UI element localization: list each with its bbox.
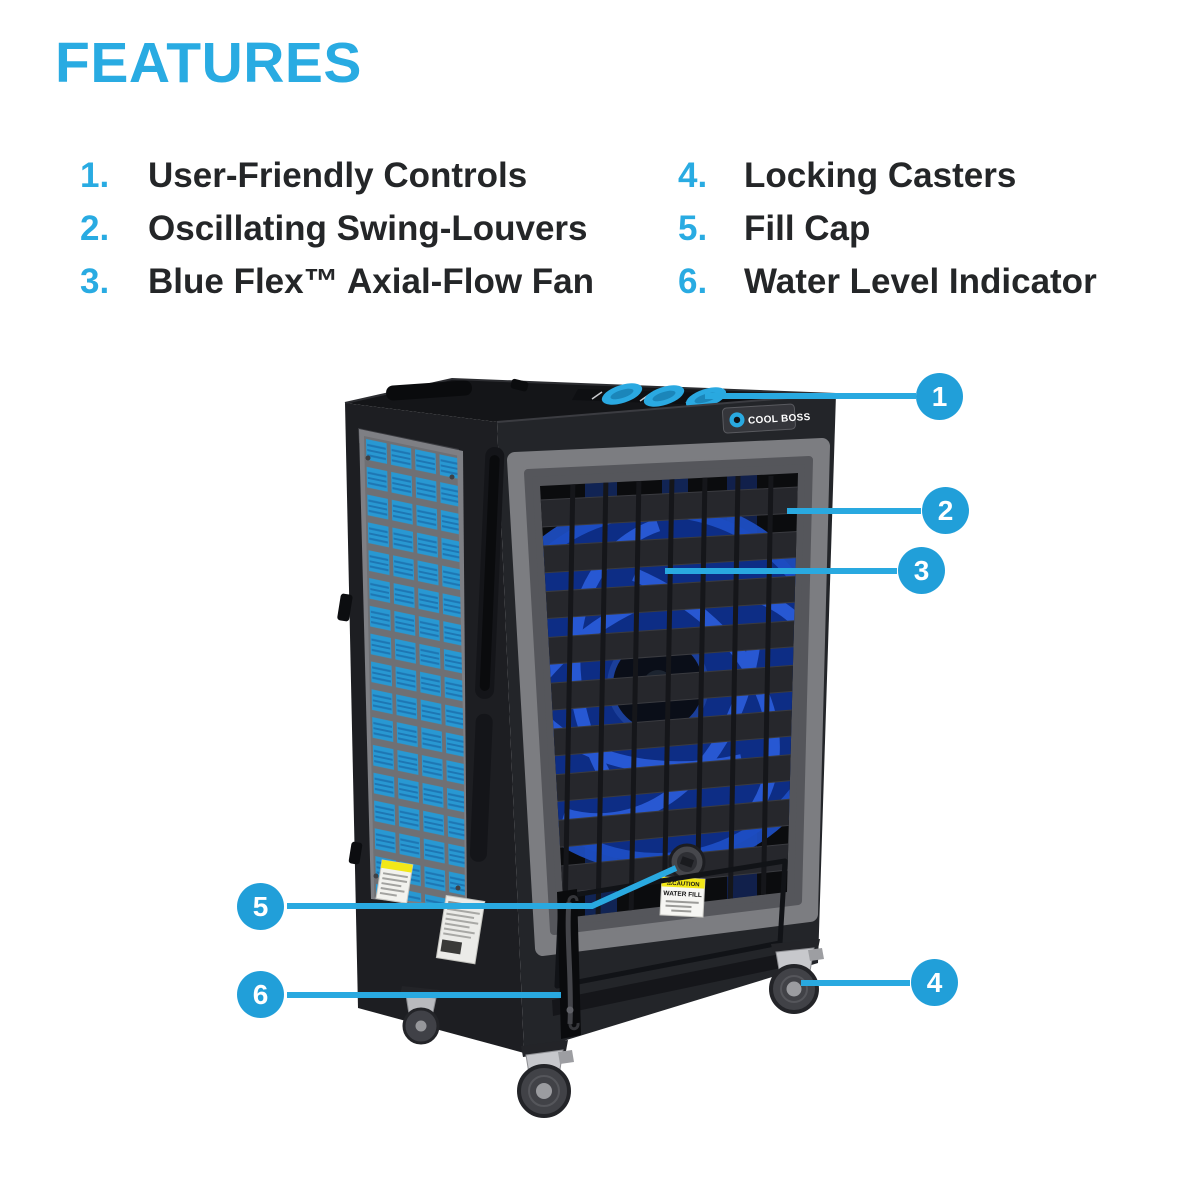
callout-lines — [287, 393, 921, 998]
caster-front-right — [769, 939, 824, 1014]
callout-line-5 — [287, 865, 678, 909]
feature-number: 5. — [678, 209, 708, 248]
feature-number: 6. — [678, 262, 708, 301]
feature-number: 1. — [80, 156, 110, 195]
feature-item-3: 3. Blue Flex™ Axial-Flow Fan — [80, 262, 594, 315]
drain-plug — [348, 841, 363, 865]
carry-handle — [386, 380, 472, 401]
feature-item-4: 4. Locking Casters — [678, 156, 1097, 209]
callout-badge-1: 1 — [916, 373, 963, 420]
feature-number: 3. — [80, 262, 110, 301]
feature-list-left: 1. User-Friendly Controls 2. Oscillating… — [80, 156, 594, 315]
callout-badge-2: 2 — [922, 487, 969, 534]
feature-item-2: 2. Oscillating Swing-Louvers — [80, 209, 594, 262]
front-recess-groove — [554, 858, 788, 989]
top-latch — [510, 378, 529, 392]
feature-item-1: 1. User-Friendly Controls — [80, 156, 594, 209]
spec-label — [435, 894, 486, 965]
evaporative-pad-panel — [364, 436, 465, 907]
warning-label — [375, 859, 414, 904]
feature-label: Fill Cap — [744, 209, 871, 248]
grille-dividers — [562, 475, 774, 918]
front-bottom-groove — [552, 954, 781, 1016]
side-latch — [337, 593, 353, 622]
feature-label: Locking Casters — [744, 156, 1017, 195]
caution-label-header: ⚠CAUTION — [667, 880, 700, 889]
feature-label: User-Friendly Controls — [148, 156, 528, 195]
feature-label: Water Level Indicator — [744, 262, 1097, 301]
brand-name: COOL BOSS — [748, 412, 811, 427]
callout-badge-4: 4 — [911, 959, 958, 1006]
page-title: FEATURES — [55, 31, 362, 95]
brand-badge: COOL BOSS — [722, 403, 811, 434]
feature-label: Blue Flex™ Axial-Flow Fan — [148, 262, 594, 301]
caution-label-title: WATER FILL — [663, 890, 702, 899]
callout-badge-5: 5 — [237, 883, 284, 930]
feature-item-5: 5. Fill Cap — [678, 209, 1097, 262]
caster-front-left — [517, 1040, 574, 1118]
feature-number: 4. — [678, 156, 708, 195]
caution-label: ⚠CAUTION WATER FILL — [659, 876, 706, 918]
water-level-indicator — [557, 889, 581, 1039]
feature-number: 2. — [80, 209, 110, 248]
feature-item-6: 6. Water Level Indicator — [678, 262, 1097, 315]
feature-list-right: 4. Locking Casters 5. Fill Cap 6. Water … — [678, 156, 1097, 315]
callout-badge-6: 6 — [237, 971, 284, 1018]
callout-badge-3: 3 — [898, 547, 945, 594]
side-handle-groove — [469, 447, 505, 862]
feature-label: Oscillating Swing-Louvers — [148, 209, 588, 248]
cooler-unit: COOL BOSS — [337, 377, 837, 1118]
